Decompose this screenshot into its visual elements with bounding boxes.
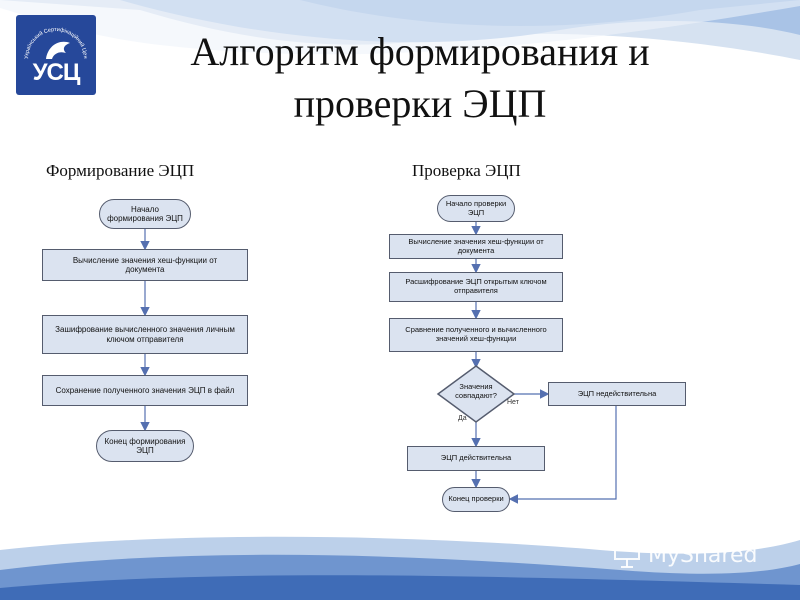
signature-valid-node: ЭЦП действительна	[407, 446, 545, 471]
right-end-node: Конец проверки	[442, 487, 510, 512]
no-branch-label: Нет	[507, 399, 519, 406]
decision-label: Значения совпадают?	[440, 383, 512, 400]
signature-invalid-node: ЭЦП недействительна	[548, 382, 686, 406]
myshared-watermark: MyShared	[612, 538, 757, 572]
yes-branch-label: Да	[458, 415, 467, 422]
watermark-text: MyShared	[648, 543, 757, 568]
presentation-board-icon	[612, 541, 642, 569]
